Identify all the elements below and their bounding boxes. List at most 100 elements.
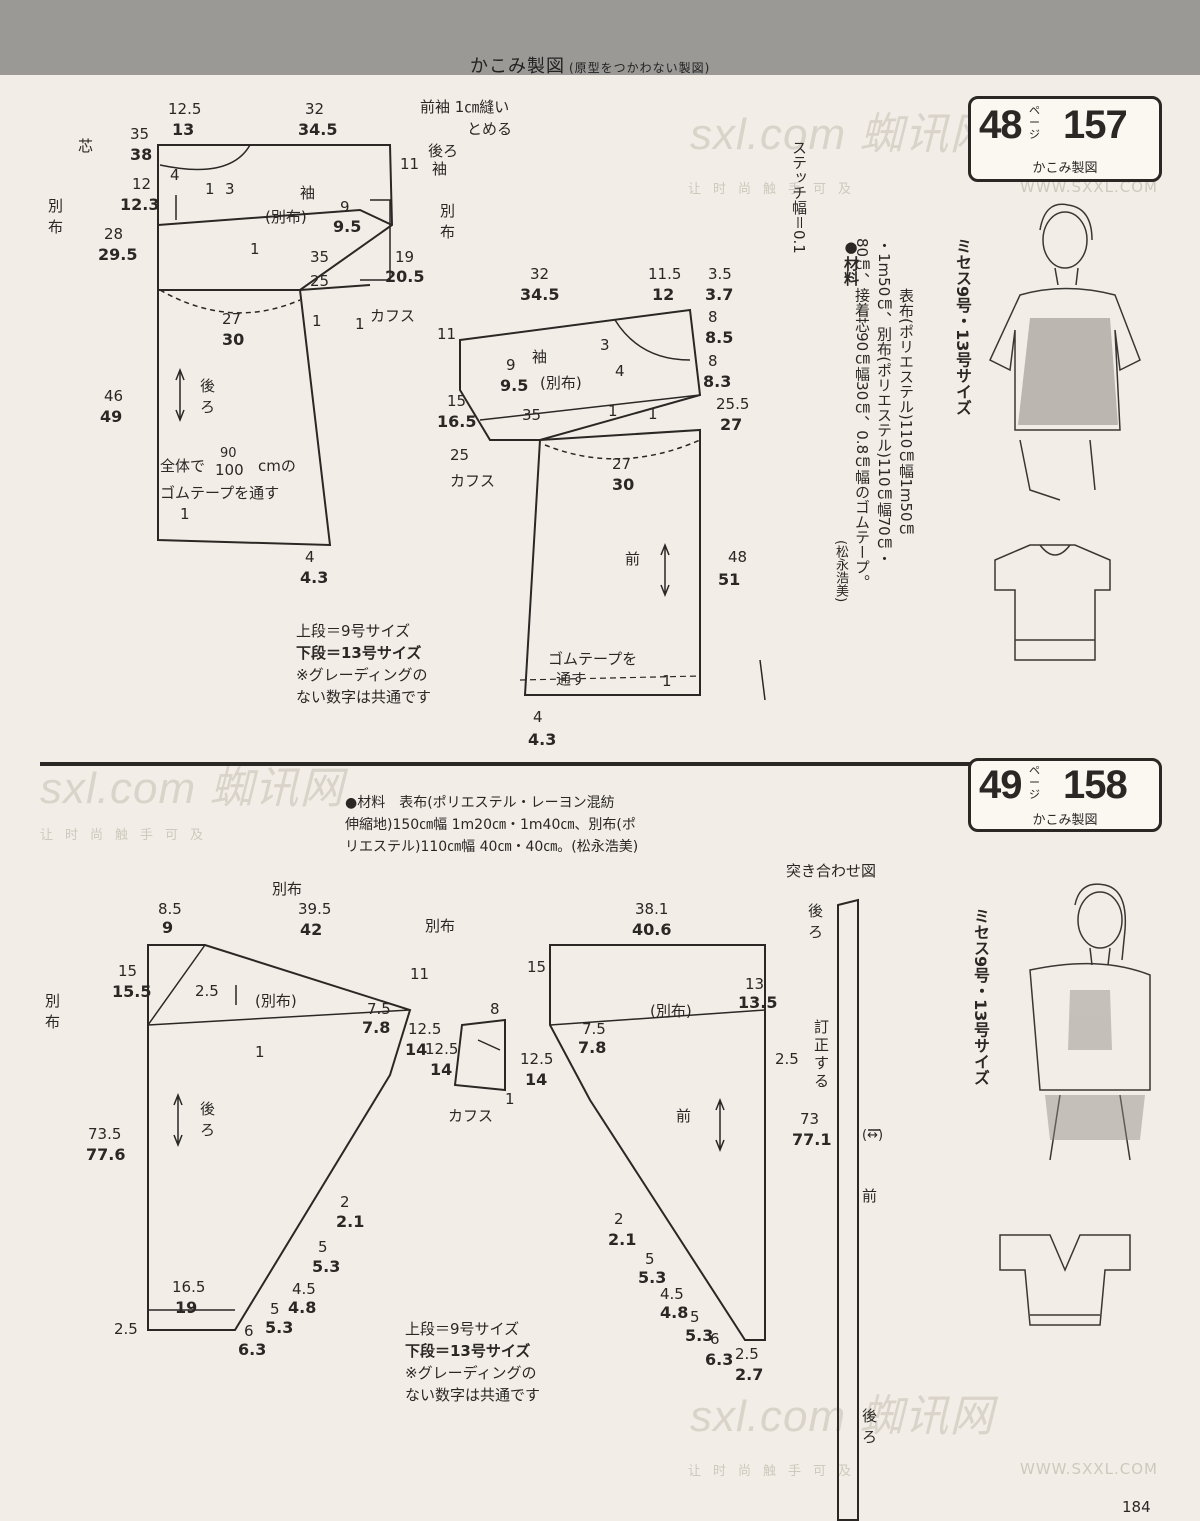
sleeve-note: とめる xyxy=(467,120,513,138)
dim: 9 xyxy=(340,198,350,216)
dim: 14 xyxy=(430,1060,453,1079)
label-sleeve-sub: (別布) xyxy=(540,374,582,392)
dim: 19 xyxy=(395,248,415,266)
dim: 8 xyxy=(708,352,718,370)
dim: 16.5 xyxy=(172,1278,206,1296)
dim: 27 xyxy=(222,310,242,328)
materials-credit: (松永浩美) xyxy=(833,540,848,603)
dim: 1 xyxy=(608,402,618,420)
dim: 5.3 xyxy=(685,1326,714,1345)
dim: 1 xyxy=(180,505,190,523)
watermark-brand: sxl.com 蜘讯网 xyxy=(40,764,345,813)
dim: 5.3 xyxy=(265,1318,294,1337)
dim: 46 xyxy=(104,387,124,405)
placket-correction: 訂正する xyxy=(814,1018,830,1090)
badge-number: 157 xyxy=(1063,103,1128,147)
label-sub-fabric: 別布 xyxy=(45,992,61,1031)
dim: 28 xyxy=(104,225,124,243)
placket-title: 突き合わせ図 xyxy=(786,862,877,880)
dim: 2.5 xyxy=(114,1320,138,1338)
label-sub-fabric-2: 別布 xyxy=(440,202,456,241)
dim: 7.8 xyxy=(578,1038,607,1057)
watermark-slogan: 让时尚触手可及 xyxy=(688,182,864,197)
dim: 1 xyxy=(355,315,365,333)
dim: 5.3 xyxy=(312,1257,341,1276)
dim: 35 xyxy=(130,125,150,143)
badge-page: 48 xyxy=(979,103,1022,147)
page-number: 184 xyxy=(1122,1498,1151,1516)
dim: 7.8 xyxy=(362,1018,391,1037)
dim: 12.3 xyxy=(120,195,160,214)
dim: 12 xyxy=(132,175,152,193)
label-front: 前 xyxy=(676,1107,692,1125)
dim: 5 xyxy=(645,1250,655,1268)
dim: 1 xyxy=(255,1043,265,1061)
dim: 13.5 xyxy=(738,993,778,1012)
dim: 73.5 xyxy=(88,1125,122,1143)
badge-page-suffix: ページ xyxy=(1029,764,1040,801)
dim: 14 xyxy=(525,1070,548,1089)
p2-cuff-outline xyxy=(453,1018,506,1092)
materials-block: ●材料 表布(ポリエステル・レーヨン混紡 伸縮地)150㎝幅 1m20㎝・1m4… xyxy=(345,795,639,855)
label-sub-fabric: 別布 xyxy=(48,197,64,236)
dim: 12.5 xyxy=(520,1050,554,1068)
dim: 1 xyxy=(648,405,658,423)
materials-line: 80㎝、接着芯90㎝幅30㎝、0.8㎝幅のゴムテープ。 xyxy=(853,238,871,590)
dim: 5 xyxy=(318,1238,328,1256)
label-sleeve-sub: (別布) xyxy=(265,208,307,226)
size-legend: 上段＝9号サイズ 下段＝13号サイズ ※グレーディングの ない数字は共通です xyxy=(405,1320,541,1404)
dim: 34.5 xyxy=(520,285,560,304)
label-elastic-2: 通す xyxy=(556,670,587,688)
size-label: ミセス9号・13号サイズ xyxy=(971,908,990,1086)
label-elastic: ゴムテープを xyxy=(548,650,638,668)
badge-caption: かこみ製図 xyxy=(1032,813,1098,828)
dim: 9 xyxy=(506,356,516,374)
dim: 15 xyxy=(447,392,467,410)
dim: 4.8 xyxy=(288,1298,317,1317)
page-subtitle: (原型をつかわない製図) xyxy=(569,61,711,75)
dim: 40.6 xyxy=(632,920,672,939)
front-body-outline xyxy=(523,428,701,696)
pattern-badge-157: 48 ページ 157 かこみ製図 xyxy=(968,96,1162,182)
dim: 32 xyxy=(530,265,550,283)
placket-back-top: 後ろ xyxy=(808,902,824,941)
dim: 2.5 xyxy=(195,982,219,1000)
label-back: 後ろ xyxy=(200,377,216,416)
watermark-url: WWW.SXXL.COM xyxy=(1020,178,1158,196)
watermark-url: WWW.SXXL.COM xyxy=(1020,1460,1158,1478)
label-sleeve-sub: (別布) xyxy=(650,1002,692,1020)
watermark-brand: sxl.com 蜘讯网 xyxy=(690,1392,995,1441)
back-neck-curve xyxy=(159,144,251,171)
materials-title: ●材料 xyxy=(842,238,860,286)
dim: 5 xyxy=(270,1300,280,1318)
section-divider xyxy=(40,762,990,766)
dim: 2.1 xyxy=(608,1230,637,1249)
dim: 6.3 xyxy=(705,1350,734,1369)
dim: 19 xyxy=(175,1298,198,1317)
dim: 3.5 xyxy=(708,265,732,283)
dim: 8.5 xyxy=(705,328,734,347)
dim: 2.1 xyxy=(336,1212,365,1231)
illustration-model-1 xyxy=(989,203,1141,501)
dim: 13 xyxy=(745,975,765,993)
materials-line: ・1m50㎝、別布(ポリエステル)110㎝幅70㎝・ xyxy=(875,238,893,566)
dim: 3.7 xyxy=(705,285,734,304)
dim: 42 xyxy=(300,920,323,939)
placket-back-bottom: 後ろ xyxy=(862,1407,878,1446)
label-elastic-100: 100 xyxy=(215,461,244,479)
dim: 3 xyxy=(225,180,235,198)
dim: 15.5 xyxy=(112,982,152,1001)
dim: 11 xyxy=(400,155,420,173)
dim: 8.3 xyxy=(703,372,732,391)
watermark-brand: sxl.com 蜘讯网 xyxy=(690,110,995,159)
dim: 13 xyxy=(172,120,195,139)
sleeve-note: 袖 xyxy=(432,160,448,178)
dim: 11 xyxy=(410,965,430,983)
label-back: 後ろ xyxy=(200,1100,216,1139)
dim: 5 xyxy=(690,1308,700,1326)
dim: 4 xyxy=(533,708,543,726)
dim: 27 xyxy=(720,415,743,434)
illustration-model-2 xyxy=(1029,883,1151,1161)
dim: 35 xyxy=(522,406,542,424)
